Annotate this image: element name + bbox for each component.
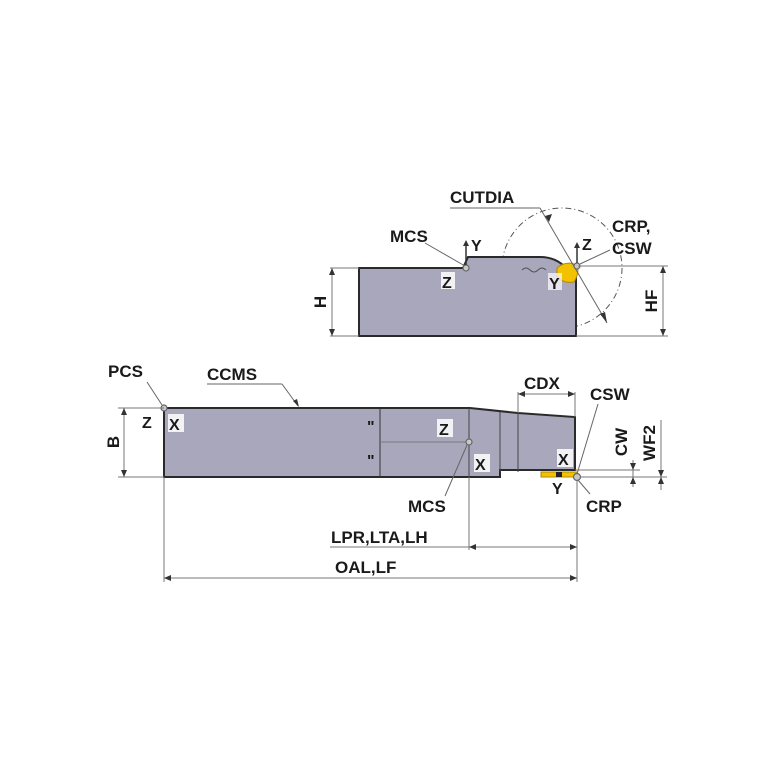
crp-point-side (572, 472, 582, 482)
top-view: CUTDIA MCS Y Z Z Y CRP, CSW H HF (311, 188, 668, 337)
label-oal-lf: OAL,LF (335, 558, 396, 577)
label-csw-top: CSW (612, 239, 653, 258)
label-h: H (311, 296, 330, 308)
label-pcs: PCS (108, 362, 143, 381)
label-crp: CRP, (612, 217, 650, 236)
chip-groove (521, 267, 547, 273)
insert-top (556, 262, 579, 283)
half-mark-1: " (367, 419, 375, 436)
axis-mcs-y: Y (471, 238, 482, 255)
axis-mcs-z-side: Z (439, 422, 449, 439)
label-cdx: CDX (524, 374, 561, 393)
label-csw-side: CSW (590, 385, 631, 404)
label-lpr-lta-lh: LPR,LTA,LH (331, 528, 428, 547)
axis-mcs-z: Z (442, 275, 452, 292)
label-cw: CW (612, 427, 631, 456)
label-cutdia: CUTDIA (450, 188, 514, 207)
axis-crp-y: Y (549, 276, 560, 293)
label-hf: HF (642, 290, 661, 313)
label-b: B (104, 436, 123, 448)
top-body (358, 256, 577, 337)
label-crp-side: CRP (586, 497, 622, 516)
axis-crp-y: Y (552, 481, 563, 498)
mcs-point-top (462, 264, 470, 272)
label-ccms: CCMS (207, 365, 257, 384)
label-mcs-side: MCS (408, 497, 446, 516)
axis-crp-z: Z (582, 237, 592, 254)
axis-crp-x: X (558, 452, 569, 469)
label-mcs-top: MCS (390, 227, 428, 246)
half-mark-2: " (367, 453, 375, 470)
label-wf2: WF2 (640, 425, 659, 461)
axis-pcs-x: X (169, 417, 180, 434)
mcs-point-side (465, 438, 473, 446)
axis-mcs-x-side: X (475, 457, 486, 474)
axis-pcs-z: Z (142, 415, 152, 432)
side-view: PCS Z X CCMS B " " Z X MCS CRP X (104, 362, 667, 582)
